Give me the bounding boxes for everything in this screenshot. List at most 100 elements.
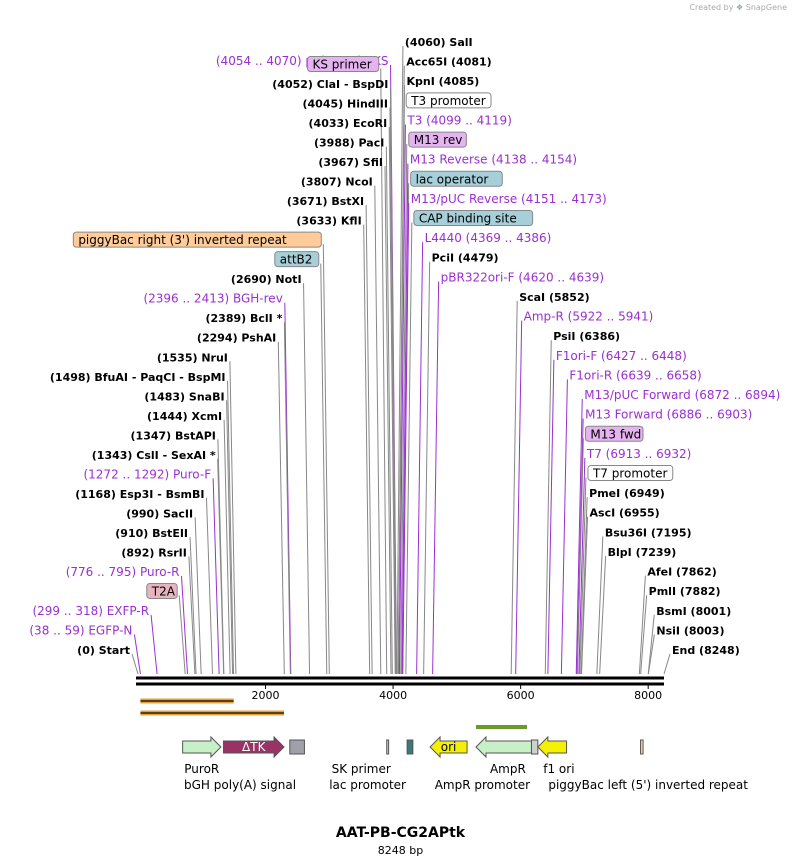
label-leader-line — [303, 283, 311, 675]
label-leader-line — [133, 634, 141, 675]
enzyme-label: (910) BstEII — [115, 527, 188, 540]
enzyme-label: AfeI (7862) — [647, 566, 716, 579]
enzyme-label: (3633) KflI — [296, 215, 361, 228]
enzyme-label: (1483) SnaBI — [144, 390, 224, 403]
primer-label: pBR322ori-F (4620 .. 4639) — [441, 270, 604, 284]
feature-caption: piggyBac left (5') inverted repeat — [548, 778, 748, 792]
enzyme-label: (4052) ClaI - BspDI — [272, 78, 388, 91]
plasmid-title: AAT-PB-CG2APtk — [335, 825, 466, 841]
enzyme-label: (4045) HindIII — [302, 98, 387, 111]
label-leader-line — [579, 477, 587, 675]
enzyme-label: End (8248) — [672, 644, 740, 657]
label-leader-line — [640, 595, 648, 675]
primer-label: F1ori-F (6427 .. 6448) — [556, 349, 687, 363]
tick-label: 8000 — [634, 689, 662, 702]
feature-label-box — [408, 131, 467, 148]
feature-label-box — [307, 56, 380, 73]
enzyme-label: (1535) NruI — [157, 351, 228, 364]
enzyme-label: (892) RsrII — [121, 546, 186, 559]
label-leader-line — [432, 281, 440, 675]
label-leader-line — [647, 614, 655, 675]
feature-caption: f1 ori — [543, 762, 574, 776]
enzyme-label: (3988) PacI — [314, 137, 384, 150]
label-leader-line — [189, 536, 197, 675]
snapgene-credit: Created by ❖ SnapGene — [689, 3, 787, 12]
primer-label: T7 (6913 .. 6932) — [586, 447, 691, 461]
enzyme-label: (3807) NcoI — [301, 176, 373, 189]
primer-label: Amp-R (5922 .. 5941) — [524, 310, 654, 324]
enzyme-label: BlpI (7239) — [608, 546, 677, 559]
feature-inline-label: ori — [441, 740, 457, 754]
label-leader-line — [423, 261, 431, 675]
label-leader-line — [544, 340, 552, 675]
primer-label: (2396 .. 2413) BGH-rev — [143, 292, 282, 306]
label-leader-line — [194, 517, 202, 675]
enzyme-label: NsiI (8003) — [656, 624, 724, 637]
feature-lac-promoter — [406, 739, 414, 755]
label-leader-line — [515, 320, 523, 675]
label-leader-line — [663, 653, 671, 675]
label-leader-line — [363, 224, 371, 675]
enzyme-label: BsmI (8001) — [656, 605, 731, 618]
label-leader-line — [388, 127, 396, 675]
feature-puror — [182, 735, 222, 759]
primer-label: F1ori-R (6639 .. 6658) — [569, 368, 701, 382]
label-leader-line — [380, 68, 388, 675]
label-leader-line — [389, 107, 397, 675]
enzyme-label: (2690) NotI — [231, 273, 302, 286]
primer-label: M13 Reverse (4138 .. 4154) — [410, 153, 577, 167]
label-leader-line — [223, 419, 231, 675]
feature-label-box — [274, 251, 320, 268]
enzyme-label: AscI (6955) — [590, 507, 660, 520]
label-leader-line — [188, 556, 196, 675]
feature-label: T3 promoter — [410, 94, 486, 108]
enzyme-label: KpnI (4085) — [407, 75, 480, 88]
feature-caption: AmpR — [490, 762, 526, 776]
label-leader-line — [510, 300, 518, 675]
enzyme-label: (1168) Esp3I - BsmBI — [75, 488, 204, 501]
feature-label: attB2 — [280, 253, 313, 267]
label-leader-line — [284, 302, 292, 675]
enzyme-label: Acc65I (4081) — [406, 56, 491, 69]
label-leader-line — [401, 163, 409, 675]
feature-ori — [429, 735, 468, 759]
enzyme-label: (4060) SalI — [405, 36, 473, 49]
enzyme-label: (0) Start — [77, 644, 130, 657]
feature--tk — [222, 735, 285, 759]
label-leader-line — [638, 575, 646, 675]
feature-caption: lac promoter — [329, 778, 406, 792]
feature-caption: AmpR promoter — [435, 778, 530, 792]
primer-label: (1272 .. 1292) Puro-F — [83, 467, 211, 481]
feature-ampr — [475, 735, 532, 759]
label-leader-line — [283, 322, 291, 675]
tick-label: 6000 — [507, 689, 535, 702]
feature-label: T2A — [151, 584, 176, 598]
label-leader-line — [178, 595, 186, 675]
label-leader-line — [205, 497, 213, 675]
label-leader-line — [384, 166, 392, 675]
label-leader-line — [227, 380, 235, 675]
feature-label-box — [146, 582, 178, 599]
primer-label: M13/pUC Reverse (4151 .. 4173) — [411, 192, 607, 206]
feature-label-box — [72, 231, 322, 248]
feature-sk-primer — [386, 739, 390, 755]
label-leader-line — [580, 497, 588, 675]
label-leader-line — [396, 45, 404, 675]
label-leader-line — [180, 575, 188, 675]
primer-label: (299 .. 318) EXFP-R — [32, 604, 149, 618]
enzyme-label: (1347) BstAPI — [131, 429, 216, 442]
label-leader-line — [575, 399, 583, 675]
label-leader-line — [402, 202, 410, 675]
feature-label: T7 promoter — [592, 466, 668, 480]
feature-label: CAP binding site — [419, 212, 517, 226]
feature-ampr-promoter — [530, 739, 539, 755]
label-leader-line — [322, 244, 330, 675]
label-leader-line — [596, 536, 604, 675]
label-leader-line — [576, 438, 584, 675]
tick-label: 2000 — [252, 689, 280, 702]
feature-label-box — [405, 92, 492, 109]
feature-caption: SK primer — [332, 762, 391, 776]
enzyme-label: (2389) BclI * — [205, 312, 282, 325]
feature-label: M13 rev — [414, 133, 463, 147]
